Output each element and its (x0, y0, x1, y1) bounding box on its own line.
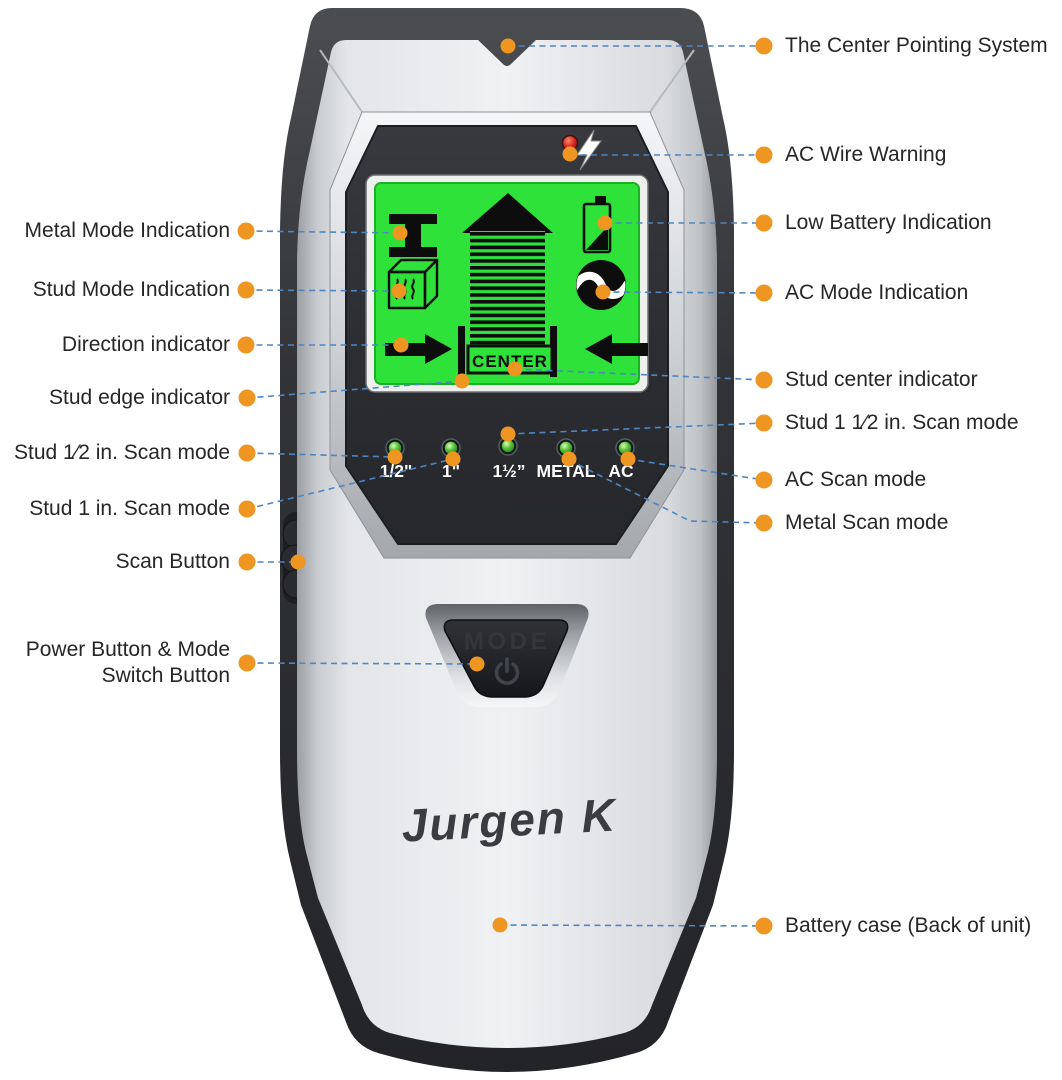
callout-scan-button: Scan Button (115, 550, 230, 573)
annotation-dot (500, 426, 516, 442)
annotation-dot (469, 656, 485, 672)
annotation-dot (755, 284, 773, 302)
annotation-dot (393, 337, 409, 353)
annotation-dot (387, 449, 403, 465)
annotation-dot (392, 225, 408, 241)
callout-stud-half: Stud 1⁄2 in. Scan mode (14, 441, 230, 464)
face-facet-line-left (319, 49, 363, 113)
callout-power-button: Power Button & Mode Switch Button (25, 638, 230, 687)
annotation-dot (755, 371, 773, 389)
center-label: CENTER (472, 352, 548, 371)
brand-logo: Jurgen K (400, 788, 619, 851)
annotation-line (514, 368, 765, 381)
annotation-dot (561, 451, 577, 467)
led-one-half-inch (498, 436, 518, 456)
annotation-line (602, 291, 765, 294)
annotation-dot (454, 373, 470, 389)
annotation-dot (492, 917, 508, 933)
direction-arrow-left-icon (585, 334, 648, 364)
stud-edge-bar-left (458, 326, 465, 377)
callout-ac-warning: AC Wire Warning (785, 143, 947, 166)
annotation-line (245, 289, 400, 292)
annotation-dot (755, 214, 773, 232)
annotation-dot (237, 336, 255, 354)
annotation-dot (445, 451, 461, 467)
annotation-line (499, 924, 765, 927)
annotation-dot (755, 37, 773, 55)
annotation-line (507, 422, 765, 435)
callout-center-pointing: The Center Pointing System (785, 34, 1048, 57)
power-icon (494, 657, 520, 685)
mode-button-group: MODE (425, 604, 589, 707)
metal-mode-icon (389, 214, 437, 257)
callout-low-battery: Low Battery Indication (785, 211, 992, 234)
annotation-line (246, 458, 454, 510)
callout-stud-edge: Stud edge indicator (49, 386, 230, 409)
annotation-dot (755, 514, 773, 532)
callout-ac-mode: AC Mode Indication (785, 281, 969, 304)
callout-metal-mode: Metal Mode Indication (24, 219, 230, 242)
annotation-line (246, 662, 478, 665)
annotation-line (568, 459, 765, 524)
callout-battery-case: Battery case (Back of unit) (785, 914, 1032, 937)
annotation-dot (237, 222, 255, 240)
callout-metal-scan: Metal Scan mode (785, 511, 949, 534)
center-arrow-icon (462, 193, 553, 358)
annotation-dot (755, 146, 773, 164)
callout-stud-center: Stud center indicator (785, 368, 978, 391)
annotation-dot (238, 553, 256, 571)
callout-direction: Direction indicator (61, 333, 230, 356)
annotation-dot (597, 215, 613, 231)
callout-stud-mode: Stud Mode Indication (32, 278, 230, 301)
annotation-line (246, 380, 463, 399)
annotation-dot (391, 283, 407, 299)
annotation-dot (238, 500, 256, 518)
annotation-dot (238, 444, 256, 462)
annotation-dots (237, 37, 773, 935)
annotation-dot (755, 471, 773, 489)
annotation-line (245, 230, 401, 234)
annotation-dot (620, 451, 636, 467)
face-facet-line-right (649, 49, 695, 113)
annotation-dot (238, 389, 256, 407)
annotation-dot (755, 414, 773, 432)
annotation-line (246, 452, 396, 458)
lcd-icons: CENTER (385, 193, 648, 377)
annotation-dot (238, 654, 256, 672)
annotation-dot (507, 361, 523, 377)
callout-stud-one: Stud 1 in. Scan mode (29, 497, 230, 520)
annotation-dot (237, 281, 255, 299)
mode-button-label: MODE (464, 628, 550, 655)
annotation-dot (290, 554, 306, 570)
annotation-dot (755, 917, 773, 935)
annotation-lines (245, 45, 765, 927)
scan-mode-label: 1/2" (380, 461, 413, 481)
scan-mode-label: 1½” (492, 461, 525, 481)
direction-arrow-right-icon (385, 334, 452, 364)
callout-ac-scan: AC Scan mode (785, 468, 927, 491)
annotation-dot (595, 284, 611, 300)
annotation-dot (562, 146, 578, 162)
annotation-line (627, 458, 765, 481)
annotation-dot (500, 38, 516, 54)
callout-stud-one-half: Stud 1 1⁄2 in. Scan mode (785, 411, 1019, 434)
